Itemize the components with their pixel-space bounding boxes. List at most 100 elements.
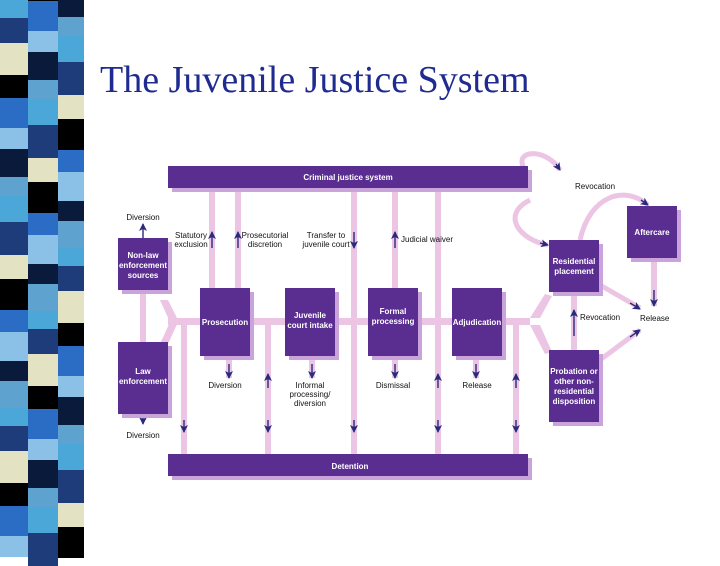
strip-block xyxy=(58,119,84,150)
box-intake-line-2: court intake xyxy=(287,321,333,330)
strip-block xyxy=(58,444,84,470)
box-residential-line-1: Residential xyxy=(553,257,596,266)
strip-block xyxy=(28,409,58,439)
strip-block xyxy=(28,213,58,235)
box-formal-line-1: Formal xyxy=(380,307,407,316)
label-prosecution-diversion: Diversion xyxy=(208,381,241,390)
strip-block xyxy=(28,354,58,386)
strip-block xyxy=(28,80,58,99)
juvenile-justice-flow-diagram: Criminal justice system Detention Non-la… xyxy=(118,151,681,480)
strip-block xyxy=(0,310,28,332)
criminal-justice-bar-label: Criminal justice system xyxy=(303,173,392,182)
box-probation-line-1: Probation or xyxy=(550,367,598,376)
box-probation-line-3: residential xyxy=(554,387,594,396)
strip-block xyxy=(28,1,58,31)
strip-block xyxy=(58,425,84,444)
strip-block xyxy=(28,507,58,533)
strip-block xyxy=(58,503,84,527)
strip-block xyxy=(0,426,28,451)
strip-block xyxy=(0,149,28,177)
strip-block xyxy=(58,95,84,119)
strip-block xyxy=(0,177,28,196)
strip-block xyxy=(0,408,28,426)
strip-block xyxy=(28,329,58,354)
strip-block xyxy=(58,346,84,376)
label-statutory-line-2: exclusion xyxy=(174,240,207,249)
strip-block xyxy=(28,158,58,182)
strip-block xyxy=(28,439,58,460)
box-intake-line-1: Juvenile xyxy=(294,311,327,320)
strip-block xyxy=(28,284,58,311)
box-probation-line-2: other non- xyxy=(554,377,594,386)
flow-arrows xyxy=(139,161,658,433)
strip-block xyxy=(0,43,28,75)
strip-block xyxy=(28,182,58,213)
strip-block xyxy=(58,397,84,425)
strip-block xyxy=(28,125,58,158)
label-revocation-top: Revocation xyxy=(575,182,615,191)
label-diversion-top: Diversion xyxy=(126,213,159,222)
strip-block xyxy=(0,483,28,506)
box-probation-line-4: disposition xyxy=(553,397,596,406)
strip-block xyxy=(0,0,28,18)
strip-block xyxy=(58,266,84,291)
strip-block xyxy=(0,98,28,128)
box-prosecution-line-1: Prosecution xyxy=(202,318,248,327)
strip-block xyxy=(58,36,84,62)
strip-block xyxy=(0,361,28,381)
strip-block xyxy=(28,31,58,52)
strip-block xyxy=(58,17,84,36)
strip-block xyxy=(28,235,58,264)
strip-block xyxy=(28,99,58,125)
strip-block xyxy=(58,376,84,397)
label-release-adjudication: Release xyxy=(462,381,492,390)
label-judicial-waiver: Judicial waiver xyxy=(401,235,453,244)
box-residential-line-2: placement xyxy=(554,267,594,276)
box-aftercare-line-1: Aftercare xyxy=(634,228,670,237)
label-prosecutorial-line-1: Prosecutorial xyxy=(242,231,289,240)
decorative-left-strip xyxy=(0,0,84,566)
label-informal-line-3: diversion xyxy=(294,399,326,408)
box-non-law-line-1: Non-law xyxy=(127,251,159,260)
strip-block xyxy=(58,172,84,201)
label-release-right: Release xyxy=(640,314,670,323)
strip-block xyxy=(58,470,84,503)
label-informal-line-2: processing/ xyxy=(290,390,332,399)
box-prosecution: Prosecution xyxy=(200,288,254,360)
slide-title: The Juvenile Justice System xyxy=(100,59,530,101)
box-formal-line-2: processing xyxy=(372,317,415,326)
label-transfer-line-2: juvenile court xyxy=(301,240,350,249)
label-diversion-bottom: Diversion xyxy=(126,431,159,440)
box-law-line-2: enforcement xyxy=(119,377,167,386)
strip-block xyxy=(28,0,58,1)
box-law-line-1: Law xyxy=(135,367,151,376)
strip-block xyxy=(58,62,84,95)
detention-bar-label: Detention xyxy=(332,462,369,471)
strip-block xyxy=(58,291,84,323)
label-informal-line-1: Informal xyxy=(296,381,325,390)
strip-block xyxy=(0,332,28,361)
strip-block xyxy=(0,128,28,149)
strip-block xyxy=(28,52,58,80)
label-dismissal: Dismissal xyxy=(376,381,410,390)
strip-block xyxy=(0,381,28,408)
box-non-law-line-2: enforcement xyxy=(119,261,167,270)
strip-block xyxy=(0,18,28,43)
label-transfer-line-1: Transfer to xyxy=(307,231,346,240)
strip-block xyxy=(0,75,28,98)
strip-block xyxy=(28,264,58,284)
strip-block xyxy=(28,460,58,488)
strip-block xyxy=(58,248,84,266)
strip-block xyxy=(0,196,28,222)
